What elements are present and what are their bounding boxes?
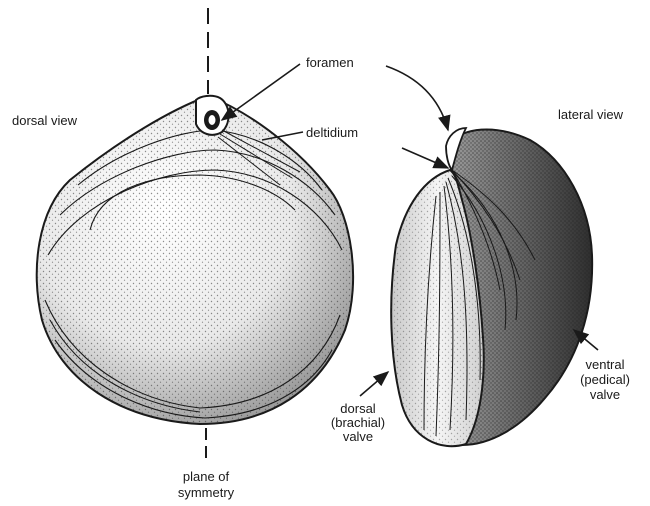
label-dorsal-valve-line3: valve: [320, 430, 396, 443]
lateral-view-shell: [391, 128, 592, 446]
label-lateral-view: lateral view: [558, 108, 623, 121]
label-plane-line1: plane of: [168, 470, 244, 483]
label-dorsal-brachial-valve: dorsal (brachial) valve: [320, 402, 396, 443]
label-plane-of-symmetry: plane of symmetry: [168, 470, 244, 499]
label-foramen: foramen: [306, 56, 354, 69]
label-ventral-valve-line2: (pedical): [566, 373, 644, 386]
label-dorsal-valve-line1: dorsal: [320, 402, 396, 415]
label-ventral-valve-line1: ventral: [566, 358, 644, 371]
label-ventral-valve-line3: valve: [566, 388, 644, 401]
label-dorsal-view: dorsal view: [12, 114, 77, 127]
label-ventral-pedical-valve: ventral (pedical) valve: [566, 358, 644, 401]
label-dorsal-valve-line2: (brachial): [320, 416, 396, 429]
dorsal-view-shell: [37, 96, 353, 424]
label-deltidium: deltidium: [306, 126, 358, 139]
label-plane-line2: symmetry: [168, 486, 244, 499]
